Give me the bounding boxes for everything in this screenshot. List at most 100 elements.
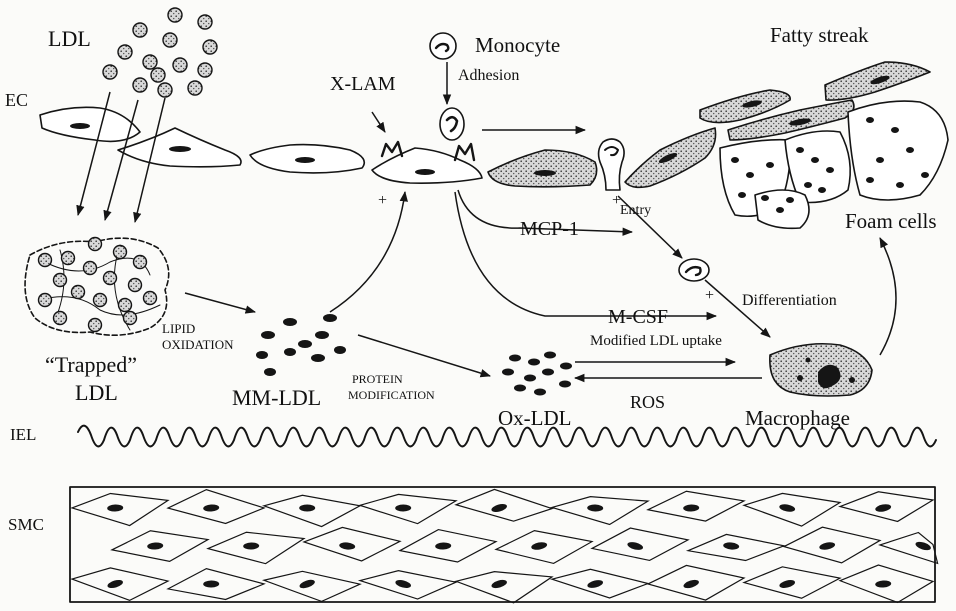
ldl-particle: [124, 312, 137, 325]
ox-ldl-label: Ox-LDL: [498, 406, 571, 430]
ldl-particle: [89, 319, 102, 332]
endothelial-cell: [488, 150, 597, 187]
smc-layer: [70, 487, 938, 603]
lipid-droplet: [826, 167, 834, 173]
plus-sign: +: [705, 287, 714, 304]
ldl-particle: [151, 68, 165, 82]
ldl-particle: [94, 294, 107, 307]
lipid-droplet: [738, 192, 746, 198]
adhesion-molecule: [455, 144, 474, 160]
endothelial-nucleus: [415, 169, 435, 175]
monocyte-top: [430, 33, 456, 59]
arrow-to-foam-cells: [880, 238, 896, 355]
xlam-label: X-LAM: [330, 73, 396, 95]
labels: LDL EC X-LAM Monocyte Adhesion Fatty str…: [5, 23, 937, 534]
smooth-muscle-cell: [264, 571, 360, 601]
lipid-droplet: [896, 182, 904, 188]
ldl-particle: [133, 23, 147, 37]
ldl-particle: [173, 58, 187, 72]
smc-nucleus: [723, 542, 740, 551]
ldl-particle: [144, 292, 157, 305]
smc-nucleus: [435, 542, 451, 550]
smc-nucleus: [339, 542, 356, 551]
smooth-muscle-cells: [72, 489, 938, 602]
smc-nucleus: [147, 542, 163, 550]
lipid-droplet: [786, 197, 794, 203]
smc-nucleus: [203, 580, 219, 587]
lipid-droplet: [804, 182, 812, 188]
ldl-particle: [103, 65, 117, 79]
ldl-particle: [203, 40, 217, 54]
lipid-droplet: [796, 147, 804, 153]
lipid-droplet: [811, 157, 819, 163]
ldl-particle: [163, 33, 177, 47]
differentiation-label: Differentiation: [742, 292, 837, 309]
macrophage-label: Macrophage: [745, 406, 850, 430]
protein-label: PROTEIN: [352, 372, 403, 386]
smc-nucleus: [779, 579, 796, 590]
endothelial-nucleus: [534, 170, 556, 176]
arrow-protein-modification: [358, 335, 490, 376]
smc-nucleus: [299, 504, 315, 511]
oxidation-label: OXIDATION: [162, 337, 234, 352]
smc-nucleus: [395, 504, 411, 511]
endothelial-nucleus: [295, 157, 315, 163]
ldl-particle: [104, 272, 117, 285]
ldl-particle: [89, 238, 102, 251]
ldl-particle: [54, 274, 67, 287]
mcsf-label: M-CSF: [608, 306, 668, 328]
entry-label: Entry: [620, 203, 651, 218]
smc-nucleus: [491, 503, 508, 514]
ldl-particle: [198, 15, 212, 29]
smc-nucleus: [779, 503, 796, 513]
modification-label: MODIFICATION: [348, 388, 435, 402]
ec-label: EC: [5, 90, 28, 110]
ldl-label: LDL: [48, 26, 91, 51]
smooth-muscle-cell: [456, 572, 552, 603]
lipid-droplet: [746, 172, 754, 178]
smc-nucleus: [107, 578, 124, 589]
ldl-particles: [103, 8, 217, 97]
smc-nucleus: [587, 504, 603, 512]
smooth-muscle-cell: [264, 495, 360, 526]
ldl-particle: [72, 286, 85, 299]
lipid-droplet: [906, 147, 914, 153]
ox-ldl-particles: [502, 352, 572, 396]
arrow-mmldl-to-ec: [330, 192, 405, 312]
lipid-droplet: [891, 127, 899, 133]
monocyte-label: Monocyte: [475, 33, 560, 57]
lipid-droplet: [866, 117, 874, 123]
trapped-ldl-particles: [39, 238, 157, 332]
smc-nucleus: [298, 578, 315, 590]
ldl-particle: [62, 252, 75, 265]
ldl-particle: [54, 312, 67, 325]
monocyte-transmigrating: [599, 139, 625, 190]
ldl-particle: [188, 81, 202, 95]
ldl-particle: [133, 78, 147, 92]
ldl-particle: [39, 254, 52, 267]
smc-nucleus: [491, 578, 508, 589]
smc-nucleus: [875, 503, 892, 513]
mcp1-label: MCP-1: [520, 218, 579, 240]
ros-label: ROS: [630, 392, 665, 412]
endothelial-nucleus: [169, 146, 191, 152]
iel-label: IEL: [10, 425, 36, 444]
trapped-label: “Trapped”: [45, 352, 137, 377]
lipid-droplet: [731, 157, 739, 163]
lipid-droplet: [818, 187, 826, 193]
ldl-particle: [119, 299, 132, 312]
smc-nucleus: [107, 504, 123, 512]
lipid-droplet: [766, 162, 774, 168]
smc-nucleus: [683, 504, 699, 512]
trapped-ldl-matrix: [25, 238, 169, 336]
ldl-particle: [168, 8, 182, 22]
smc-nucleus: [243, 542, 259, 550]
smc-nucleus: [627, 541, 644, 552]
mm-ldl-particles: [256, 314, 346, 376]
lipid-droplet: [866, 177, 874, 183]
ldl-particle: [118, 45, 132, 59]
arrow-xlam-point: [372, 112, 385, 132]
ldl-particle: [158, 83, 172, 97]
